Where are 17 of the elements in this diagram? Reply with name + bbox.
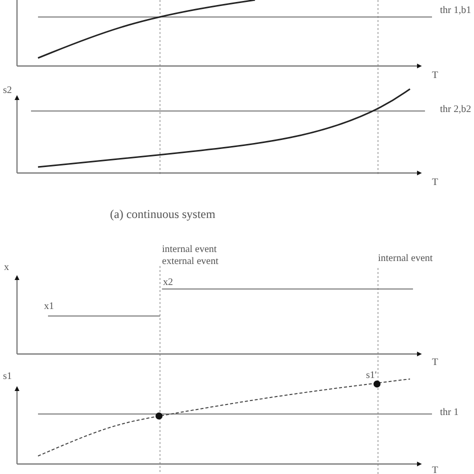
axis-label: T <box>432 466 438 474</box>
state-label: x1 <box>44 302 54 312</box>
axis-label: x <box>4 263 9 273</box>
axis-label: s2 <box>3 86 12 96</box>
point-label: s1' <box>366 371 377 381</box>
axis-label: s1 <box>3 372 12 382</box>
threshold-label: thr 2,b2 <box>440 105 472 115</box>
event-label: internal event <box>378 254 433 264</box>
axis-label: T <box>432 178 438 188</box>
threshold-label: thr 1,b1 <box>440 6 472 16</box>
event-label: external event <box>162 257 218 267</box>
threshold-label: thr 1 <box>440 408 459 418</box>
event-label: internal event <box>162 245 217 255</box>
state-label: x2 <box>163 278 173 288</box>
axis-label: T <box>432 358 438 368</box>
subfigure-caption: (a) continuous system <box>110 208 216 220</box>
axis-label: T <box>432 71 438 81</box>
